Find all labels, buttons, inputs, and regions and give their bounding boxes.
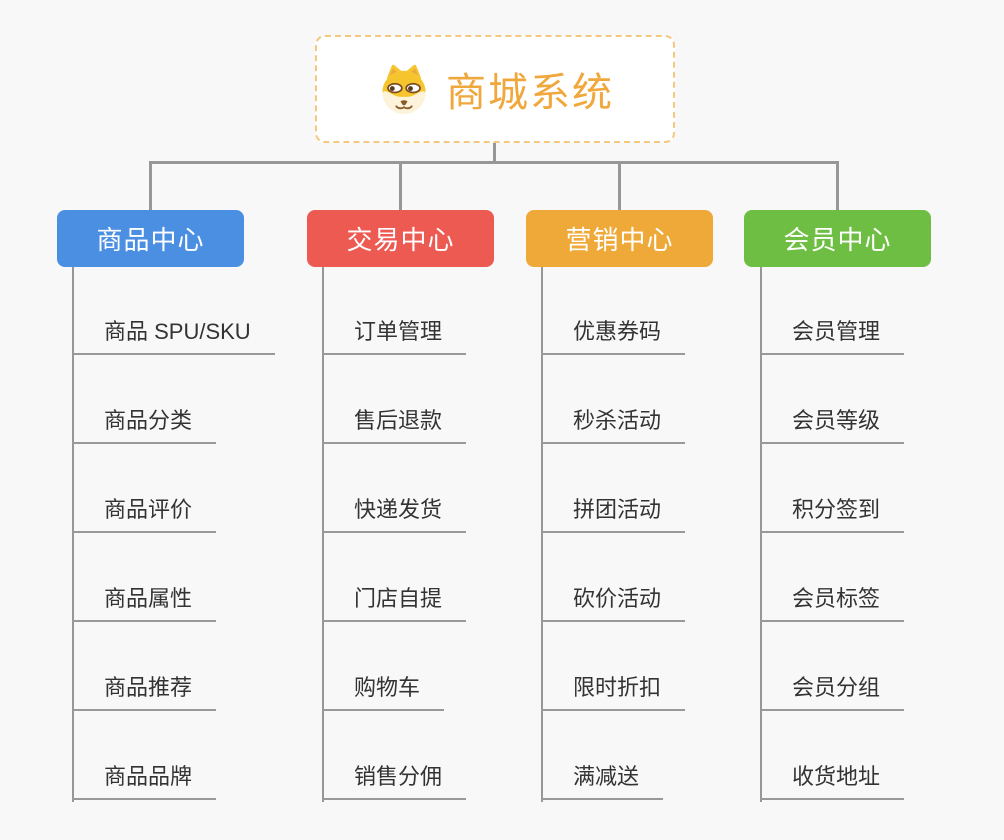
leaf-node[interactable]: 满减送 <box>541 762 664 800</box>
connector-drop-branch-1 <box>149 161 152 210</box>
leaf-node[interactable]: 商品属性 <box>72 584 217 622</box>
branch-header-member-center[interactable]: 会员中心 <box>744 210 931 267</box>
leaf-node[interactable]: 会员分组 <box>760 673 905 711</box>
connector-root-stub <box>493 143 496 163</box>
leaf-node[interactable]: 订单管理 <box>322 317 467 355</box>
leaf-node[interactable]: 砍价活动 <box>541 584 686 622</box>
leaf-label: 销售分佣 <box>354 764 443 789</box>
leaf-node[interactable]: 限时折扣 <box>541 673 686 711</box>
leaf-label: 商品推荐 <box>104 675 193 700</box>
branch-header-marketing-center[interactable]: 营销中心 <box>526 210 713 267</box>
branch-header-trade-center[interactable]: 交易中心 <box>307 210 494 267</box>
connector-spine-branch-3 <box>541 267 543 802</box>
connector-spine-branch-1 <box>72 267 74 802</box>
leaf-node[interactable]: 会员标签 <box>760 584 905 622</box>
leaf-node[interactable]: 会员管理 <box>760 317 905 355</box>
branch-header-product-center[interactable]: 商品中心 <box>57 210 244 267</box>
leaf-label: 购物车 <box>354 675 421 700</box>
leaf-node[interactable]: 商品分类 <box>72 406 217 444</box>
connector-drop-branch-4 <box>836 161 839 210</box>
leaf-node[interactable]: 商品推荐 <box>72 673 217 711</box>
connector-rail <box>149 161 839 164</box>
branch-header-label: 会员中心 <box>783 225 892 255</box>
leaf-label: 限时折扣 <box>573 675 662 700</box>
leaf-label: 商品分类 <box>104 408 193 433</box>
connector-spine-branch-2 <box>322 267 324 802</box>
dog-face-icon <box>376 63 432 115</box>
leaf-label: 秒杀活动 <box>573 408 662 433</box>
leaf-node[interactable]: 会员等级 <box>760 406 905 444</box>
leaf-label: 会员管理 <box>792 319 881 344</box>
branch-header-label: 营销中心 <box>565 225 674 255</box>
leaf-node[interactable]: 优惠券码 <box>541 317 686 355</box>
leaf-label: 售后退款 <box>354 408 443 433</box>
branch-header-label: 商品中心 <box>96 225 205 255</box>
leaf-label: 优惠券码 <box>573 319 662 344</box>
leaf-label: 砍价活动 <box>573 586 662 611</box>
root-node[interactable]: 商城系统 <box>315 35 675 143</box>
leaf-label: 商品属性 <box>104 586 193 611</box>
connector-spine-branch-4 <box>760 267 762 802</box>
leaf-label: 商品品牌 <box>104 764 193 789</box>
leaf-label: 快递发货 <box>354 497 443 522</box>
leaf-label: 收货地址 <box>792 764 881 789</box>
leaf-label: 会员等级 <box>792 408 881 433</box>
connector-drop-branch-2 <box>399 161 402 210</box>
connector-drop-branch-3 <box>618 161 621 210</box>
leaf-label: 积分签到 <box>792 497 881 522</box>
branch-header-label: 交易中心 <box>346 225 455 255</box>
root-label: 商城系统 <box>446 71 614 115</box>
leaf-node[interactable]: 快递发货 <box>322 495 467 533</box>
leaf-node[interactable]: 秒杀活动 <box>541 406 686 444</box>
leaf-node[interactable]: 售后退款 <box>322 406 467 444</box>
leaf-node[interactable]: 购物车 <box>322 673 445 711</box>
leaf-node[interactable]: 商品品牌 <box>72 762 217 800</box>
leaf-label: 满减送 <box>573 764 640 789</box>
leaf-label: 拼团活动 <box>573 497 662 522</box>
leaf-label: 订单管理 <box>354 319 443 344</box>
leaf-label: 门店自提 <box>354 586 443 611</box>
leaf-node[interactable]: 门店自提 <box>322 584 467 622</box>
leaf-node[interactable]: 收货地址 <box>760 762 905 800</box>
leaf-node[interactable]: 积分签到 <box>760 495 905 533</box>
leaf-node[interactable]: 商品评价 <box>72 495 217 533</box>
leaf-label: 商品评价 <box>104 497 193 522</box>
leaf-label: 会员分组 <box>792 675 881 700</box>
leaf-node[interactable]: 销售分佣 <box>322 762 467 800</box>
leaf-label: 商品 SPU/SKU <box>104 319 251 344</box>
leaf-node[interactable]: 商品 SPU/SKU <box>72 317 275 355</box>
leaf-node[interactable]: 拼团活动 <box>541 495 686 533</box>
leaf-label: 会员标签 <box>792 586 881 611</box>
